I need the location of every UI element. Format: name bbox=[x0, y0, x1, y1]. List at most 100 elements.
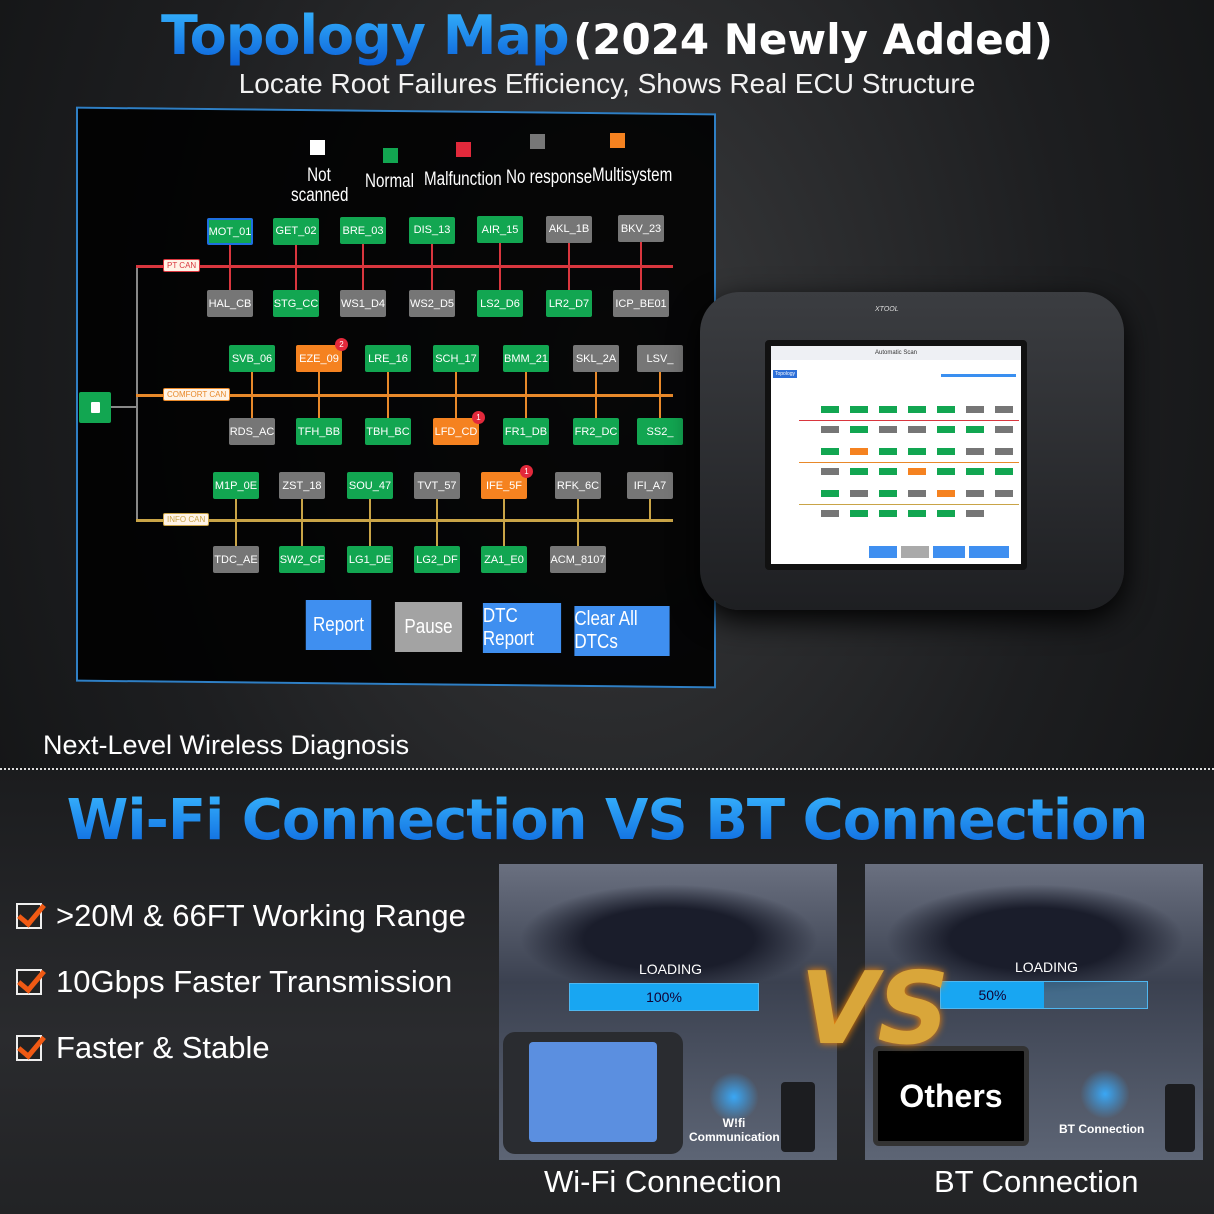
ecu-module[interactable]: AIR_15 bbox=[477, 216, 523, 243]
mini-module bbox=[879, 448, 897, 455]
ecu-module[interactable]: GET_02 bbox=[273, 217, 319, 245]
dotted-divider bbox=[0, 768, 1214, 770]
legend-label: Not scanned bbox=[291, 165, 349, 206]
module-label: WS1_D4 bbox=[340, 297, 386, 310]
screen-tab-topology[interactable]: Topology bbox=[773, 370, 798, 378]
ecu-module[interactable]: ACM_8107 bbox=[550, 546, 606, 573]
mini-module bbox=[908, 406, 926, 413]
module-label: MOT_01 bbox=[208, 225, 252, 238]
report-button[interactable]: Report bbox=[305, 600, 372, 650]
mini-module bbox=[937, 406, 955, 413]
ecu-module[interactable]: SW2_CF bbox=[279, 546, 325, 573]
mini-module bbox=[908, 426, 926, 433]
ecu-module[interactable]: SKL_2A bbox=[573, 345, 619, 372]
clear-all-dtcs-button[interactable]: Clear All DTCs bbox=[574, 606, 670, 656]
ecu-module[interactable]: BRE_03 bbox=[340, 217, 386, 244]
ecu-module[interactable]: TBH_BC bbox=[365, 418, 411, 445]
ecu-module[interactable]: TFH_BB bbox=[296, 418, 342, 445]
module-connector bbox=[235, 499, 237, 519]
mini-bus bbox=[799, 462, 1019, 463]
mini-module bbox=[821, 468, 839, 475]
module-label: ZST_18 bbox=[282, 479, 322, 492]
module-label: FR1_DB bbox=[504, 425, 548, 438]
module-connector bbox=[301, 499, 303, 519]
check-icon bbox=[16, 903, 42, 929]
ecu-module[interactable]: MOT_01 bbox=[207, 218, 253, 245]
ecu-module[interactable]: FR1_DB bbox=[503, 418, 549, 445]
bt-caption: BT Connection bbox=[934, 1164, 1139, 1199]
tagline: Locate Root Failures Efficiency, Shows R… bbox=[238, 68, 976, 99]
ecu-module[interactable]: TVT_57 bbox=[414, 472, 460, 499]
module-connector bbox=[229, 245, 231, 265]
module-connector bbox=[251, 372, 253, 394]
ecu-module[interactable]: LRE_16 bbox=[365, 345, 411, 372]
module-connector bbox=[436, 519, 438, 546]
mini-module bbox=[937, 490, 955, 497]
module-label: TVT_57 bbox=[417, 479, 457, 492]
module-label: ACM_8107 bbox=[550, 553, 606, 566]
page-title: Topology Map (2024 Newly Added) bbox=[0, 4, 1214, 67]
ecu-module[interactable]: RDS_AC bbox=[229, 418, 275, 445]
mini-module bbox=[937, 426, 955, 433]
ecu-module[interactable]: ZST_18 bbox=[279, 472, 325, 499]
module-connector bbox=[436, 499, 438, 519]
dtc-count-badge: 2 bbox=[335, 338, 348, 351]
bus-line bbox=[136, 519, 673, 522]
ecu-module[interactable]: RFK_6C bbox=[555, 472, 601, 499]
ecu-module[interactable]: LS2_D6 bbox=[477, 290, 523, 317]
ecu-module[interactable]: HAL_CB bbox=[207, 290, 253, 317]
ecu-module[interactable]: SVB_06 bbox=[229, 345, 275, 372]
dtc-report-button[interactable]: DTC Report bbox=[482, 603, 562, 653]
module-label: AKL_1B bbox=[548, 223, 590, 235]
loading-label: LOADING bbox=[639, 961, 703, 977]
mini-module bbox=[850, 406, 868, 413]
ecu-module[interactable]: M1P_0E bbox=[213, 472, 259, 499]
ecu-module[interactable]: LSV_ bbox=[637, 345, 683, 372]
ecu-module[interactable]: IFI_A7 bbox=[627, 472, 673, 499]
module-label: RFK_6C bbox=[556, 479, 600, 492]
wifi-link-label: W!fi Communication bbox=[689, 1116, 780, 1144]
loading-label: LOADING bbox=[1015, 959, 1079, 975]
ecu-module[interactable]: WS2_D5 bbox=[409, 290, 455, 317]
ecu-module[interactable]: TDC_AE bbox=[213, 546, 259, 573]
screen-progress bbox=[941, 374, 1016, 377]
ecu-module[interactable]: STG_CC bbox=[273, 290, 319, 317]
ecu-module[interactable]: LG2_DF bbox=[414, 546, 460, 573]
ecu-module[interactable]: SOU_47 bbox=[347, 472, 393, 499]
gateway-icon[interactable] bbox=[79, 392, 111, 423]
module-label: LRE_16 bbox=[368, 352, 408, 365]
module-label: FR2_DC bbox=[574, 425, 618, 438]
module-label: HAL_CB bbox=[208, 297, 252, 310]
ecu-module[interactable]: ZA1_E0 bbox=[481, 546, 527, 573]
screen-actions bbox=[869, 546, 1009, 558]
ecu-module[interactable]: BMM_21 bbox=[503, 345, 549, 372]
module-connector bbox=[431, 265, 433, 290]
progress-fill: 50% bbox=[941, 982, 1044, 1008]
mini-module bbox=[995, 406, 1013, 413]
ecu-module[interactable]: LG1_DE bbox=[347, 546, 393, 573]
legend-label: Normal bbox=[365, 171, 414, 192]
ecu-module[interactable]: BKV_23 bbox=[618, 215, 664, 242]
module-connector bbox=[568, 265, 570, 290]
ecu-module[interactable]: SCH_17 bbox=[433, 345, 479, 372]
mini-module bbox=[821, 426, 839, 433]
mini-module bbox=[879, 510, 897, 517]
bt-signal-icon bbox=[1080, 1069, 1130, 1119]
vs-emblem: VS bbox=[800, 950, 950, 1067]
ecu-module[interactable]: DIS_13 bbox=[409, 216, 455, 244]
ecu-module[interactable]: WS1_D4 bbox=[340, 290, 386, 317]
mini-module bbox=[966, 490, 984, 497]
ecu-module[interactable]: ICP_BE01 bbox=[613, 290, 669, 317]
ecu-module[interactable]: SS2_ bbox=[637, 418, 683, 445]
legend-swatch bbox=[310, 140, 325, 155]
ecu-module[interactable]: AKL_1B bbox=[546, 215, 592, 243]
module-connector bbox=[595, 394, 597, 418]
ecu-module[interactable]: FR2_DC bbox=[573, 418, 619, 445]
pause-button[interactable]: Pause bbox=[394, 602, 463, 652]
mini-module bbox=[850, 510, 868, 517]
ecu-module[interactable]: LR2_D7 bbox=[546, 290, 592, 317]
wifi-signal-icon bbox=[709, 1072, 759, 1122]
